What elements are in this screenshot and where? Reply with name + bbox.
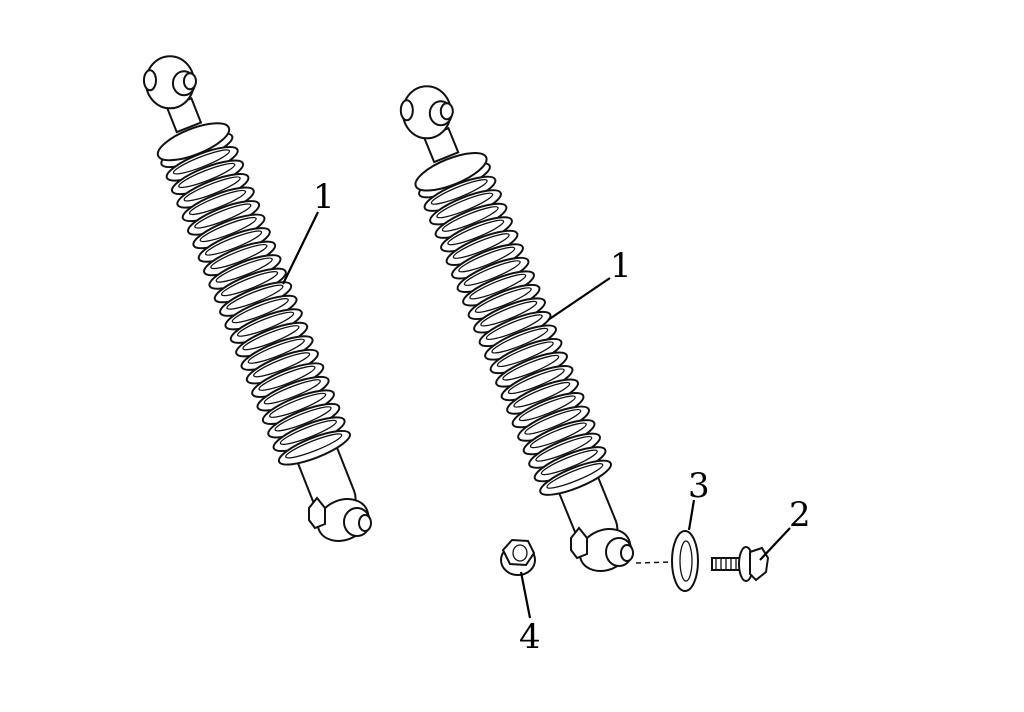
- callout-label-shock-left: 1: [313, 177, 335, 217]
- spring-coil-inner: [496, 341, 554, 368]
- callout-label-shock-right: 1: [610, 246, 632, 286]
- spring-coil-inner: [226, 284, 284, 310]
- spring-coil-inner: [231, 298, 289, 324]
- spring-coil-inner: [215, 257, 273, 283]
- flange-nut: [500, 538, 536, 576]
- spring-coil-inner: [441, 206, 499, 232]
- bottom-mount-bolt-end: [620, 544, 634, 562]
- spring-coil-inner: [220, 270, 279, 297]
- leader-line-3: [687, 499, 696, 531]
- spring-coil-inner: [485, 314, 543, 341]
- spring-coil-inner: [199, 216, 257, 243]
- top-mount-bushing: [399, 99, 414, 122]
- spring-coil-inner: [463, 260, 521, 286]
- spring-coil-inner: [178, 162, 236, 189]
- spring-coil-inner: [242, 325, 300, 351]
- spring-coil-inner: [204, 230, 263, 256]
- spring-coil-inner: [513, 381, 571, 408]
- spring-coil-inner: [480, 300, 538, 327]
- spring-coil-inner: [474, 287, 532, 313]
- callout-label-nut: 4: [519, 617, 541, 657]
- spring-coil-inner: [263, 379, 321, 405]
- callout-label-bolt: 2: [789, 495, 811, 535]
- spring-coil-inner: [452, 233, 510, 259]
- spring-coil-inner: [172, 149, 231, 175]
- top-mount-bolt-end: [182, 72, 197, 91]
- spring-coil-inner: [518, 395, 576, 422]
- spring-coil-inner: [258, 365, 316, 391]
- top-mount-bushing: [142, 69, 157, 92]
- spring-coil-inner: [491, 327, 549, 354]
- leader-line-1-right: [547, 277, 611, 321]
- spring-coil-inner: [430, 179, 488, 205]
- upper-spring-seat: [156, 122, 231, 162]
- spring-coil-inner: [447, 219, 505, 246]
- spring-coil-inner: [524, 408, 582, 435]
- spring-coil-inner: [247, 338, 305, 364]
- spring-coil-inner: [236, 311, 295, 337]
- assembly-dash-line: [635, 561, 673, 564]
- flange-bolt: [711, 546, 770, 582]
- spring-coil-inner: [469, 273, 527, 300]
- washer: [671, 530, 699, 592]
- bottom-mount-nut: [570, 526, 588, 560]
- spring-coil-inner: [194, 203, 252, 229]
- leader-line-2: [759, 527, 791, 561]
- shock-absorber-left: [142, 55, 372, 542]
- spring-coil-inner: [253, 352, 311, 378]
- spring-coil-inner: [279, 419, 337, 445]
- spring-coil-inner: [436, 192, 494, 219]
- spring-coil-inner: [529, 422, 587, 449]
- shock-absorber-right: [399, 85, 634, 572]
- spring-coil-inner: [507, 368, 565, 395]
- spring-coil-inner: [540, 449, 598, 476]
- bottom-mount-nut: [308, 496, 326, 530]
- upper-spring-seat: [414, 152, 488, 192]
- spring-coil-inner: [188, 189, 247, 216]
- spring-coil-inner: [458, 246, 516, 273]
- leader-line-1-left: [282, 211, 319, 285]
- spring-coil-inner: [502, 354, 560, 381]
- spring-coil-inner: [285, 433, 343, 459]
- leader-line-4: [519, 571, 532, 619]
- spring-coil-inner: [535, 435, 593, 462]
- spring-coil-inner: [210, 243, 268, 270]
- callout-label-washer: 3: [688, 466, 710, 506]
- bottom-mount-bolt-end: [358, 514, 372, 532]
- top-mount-bolt-end: [439, 102, 454, 121]
- spring-coil-inner: [269, 392, 327, 418]
- spring-coil-inner: [546, 463, 604, 489]
- spring-coil-inner: [183, 176, 241, 202]
- spring-coil-inner: [274, 406, 332, 432]
